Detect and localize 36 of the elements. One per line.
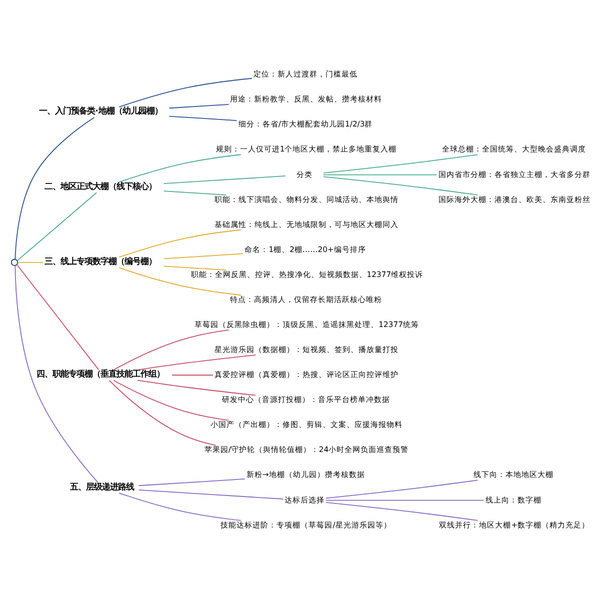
node-text: 三、线上专项数字棚（编号棚）: [44, 256, 157, 266]
connector: [138, 490, 284, 500]
connector: [323, 154, 478, 174]
node-text: 二、地区正式大棚（线下核心）: [44, 180, 157, 191]
connector: [118, 154, 242, 183]
connector: [325, 480, 478, 499]
connector: [118, 492, 242, 521]
connector: [172, 374, 214, 376]
connector: [108, 380, 216, 446]
connector: [325, 500, 484, 501]
connector: [322, 174, 438, 176]
connector: [168, 116, 238, 121]
connector: [325, 502, 478, 521]
connector: [118, 78, 252, 108]
connector: [113, 329, 230, 370]
connector: [168, 104, 230, 109]
connector: [17, 262, 44, 263]
connector: [16, 264, 100, 370]
node-text: 四、职能专项棚（垂直技能工作组）: [36, 368, 164, 379]
connector: [137, 354, 256, 370]
connector: [138, 478, 246, 486]
node-circle: [10, 258, 18, 266]
connector: [163, 190, 226, 196]
connector: [163, 253, 244, 260]
connector: [118, 229, 242, 258]
connector: [323, 176, 478, 196]
node-text: 五、层级递进路线: [70, 481, 134, 492]
connector: [163, 266, 226, 271]
connector: [14, 265, 98, 483]
connector: [113, 380, 230, 421]
connector: [118, 267, 242, 296]
connector: [163, 176, 286, 184]
connector: [137, 380, 256, 396]
connector: [16, 192, 98, 262]
connector: [14, 117, 95, 260]
node-text: 一、入门预备类·地棚（幼儿园棚）: [39, 106, 162, 116]
